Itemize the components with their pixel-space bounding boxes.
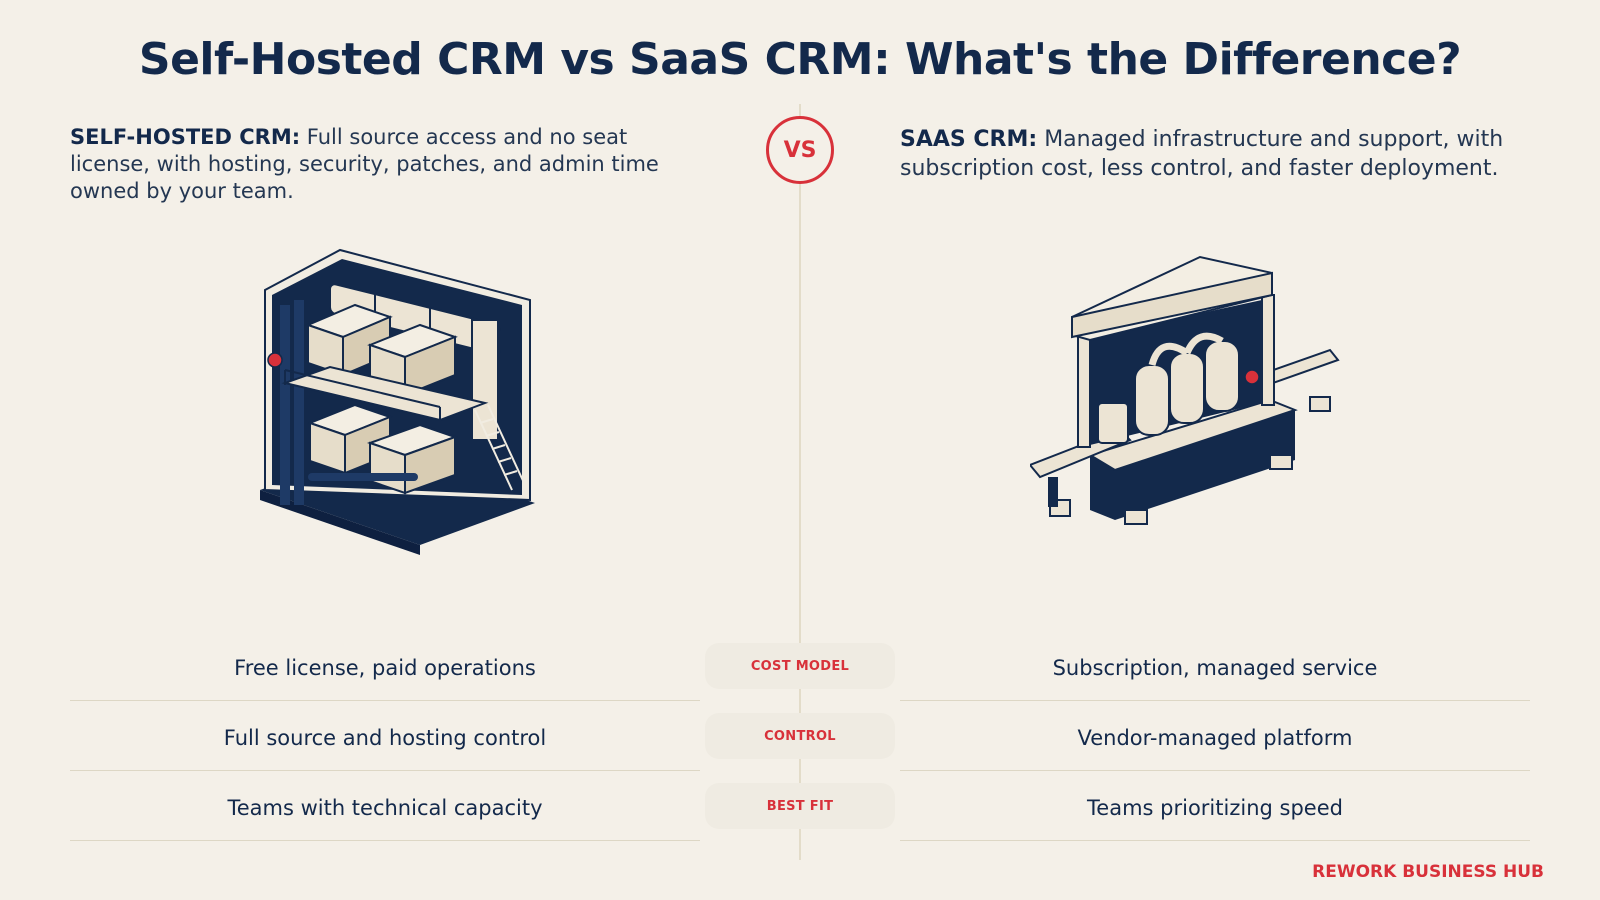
saas-heading: SAAS CRM:: [900, 127, 1038, 152]
page-title: Self-Hosted CRM vs SaaS CRM: What's the …: [138, 34, 1462, 85]
row-separator: [70, 840, 700, 841]
self-hosted-heading: SELF-HOSTED CRM:: [70, 125, 301, 149]
center-divider: [799, 104, 801, 860]
self-hosted-description: SELF-HOSTED CRM: Full source access and …: [70, 124, 710, 205]
control-pill: CONTROL: [705, 713, 895, 759]
saas-managed-machine-illustration: [1030, 255, 1340, 525]
brand-logo-text: REWORK BUSINESS HUB: [1312, 862, 1544, 882]
cost-model-left: Free license, paid operations: [234, 656, 536, 680]
best-fit-pill: BEST FIT: [705, 783, 895, 829]
row-separator: [900, 840, 1530, 841]
vs-badge: VS: [766, 116, 834, 184]
saas-description: SAAS CRM: Managed infrastructure and sup…: [900, 125, 1510, 183]
row-separator: [70, 700, 700, 701]
self-hosted-text: Full source access and no seat license, …: [70, 125, 659, 203]
row-separator: [900, 770, 1530, 771]
best-fit-left: Teams with technical capacity: [227, 796, 543, 820]
control-right: Vendor-managed platform: [1077, 726, 1353, 750]
row-separator: [70, 770, 700, 771]
row-separator: [900, 700, 1530, 701]
cost-model-right: Subscription, managed service: [1052, 656, 1378, 680]
best-fit-right: Teams prioritizing speed: [1087, 796, 1343, 820]
self-hosted-facility-illustration: [260, 248, 535, 555]
control-left: Full source and hosting control: [223, 726, 547, 750]
saas-text: Managed infrastructure and support, with…: [900, 127, 1504, 181]
cost-model-pill: COST MODEL: [705, 643, 895, 689]
